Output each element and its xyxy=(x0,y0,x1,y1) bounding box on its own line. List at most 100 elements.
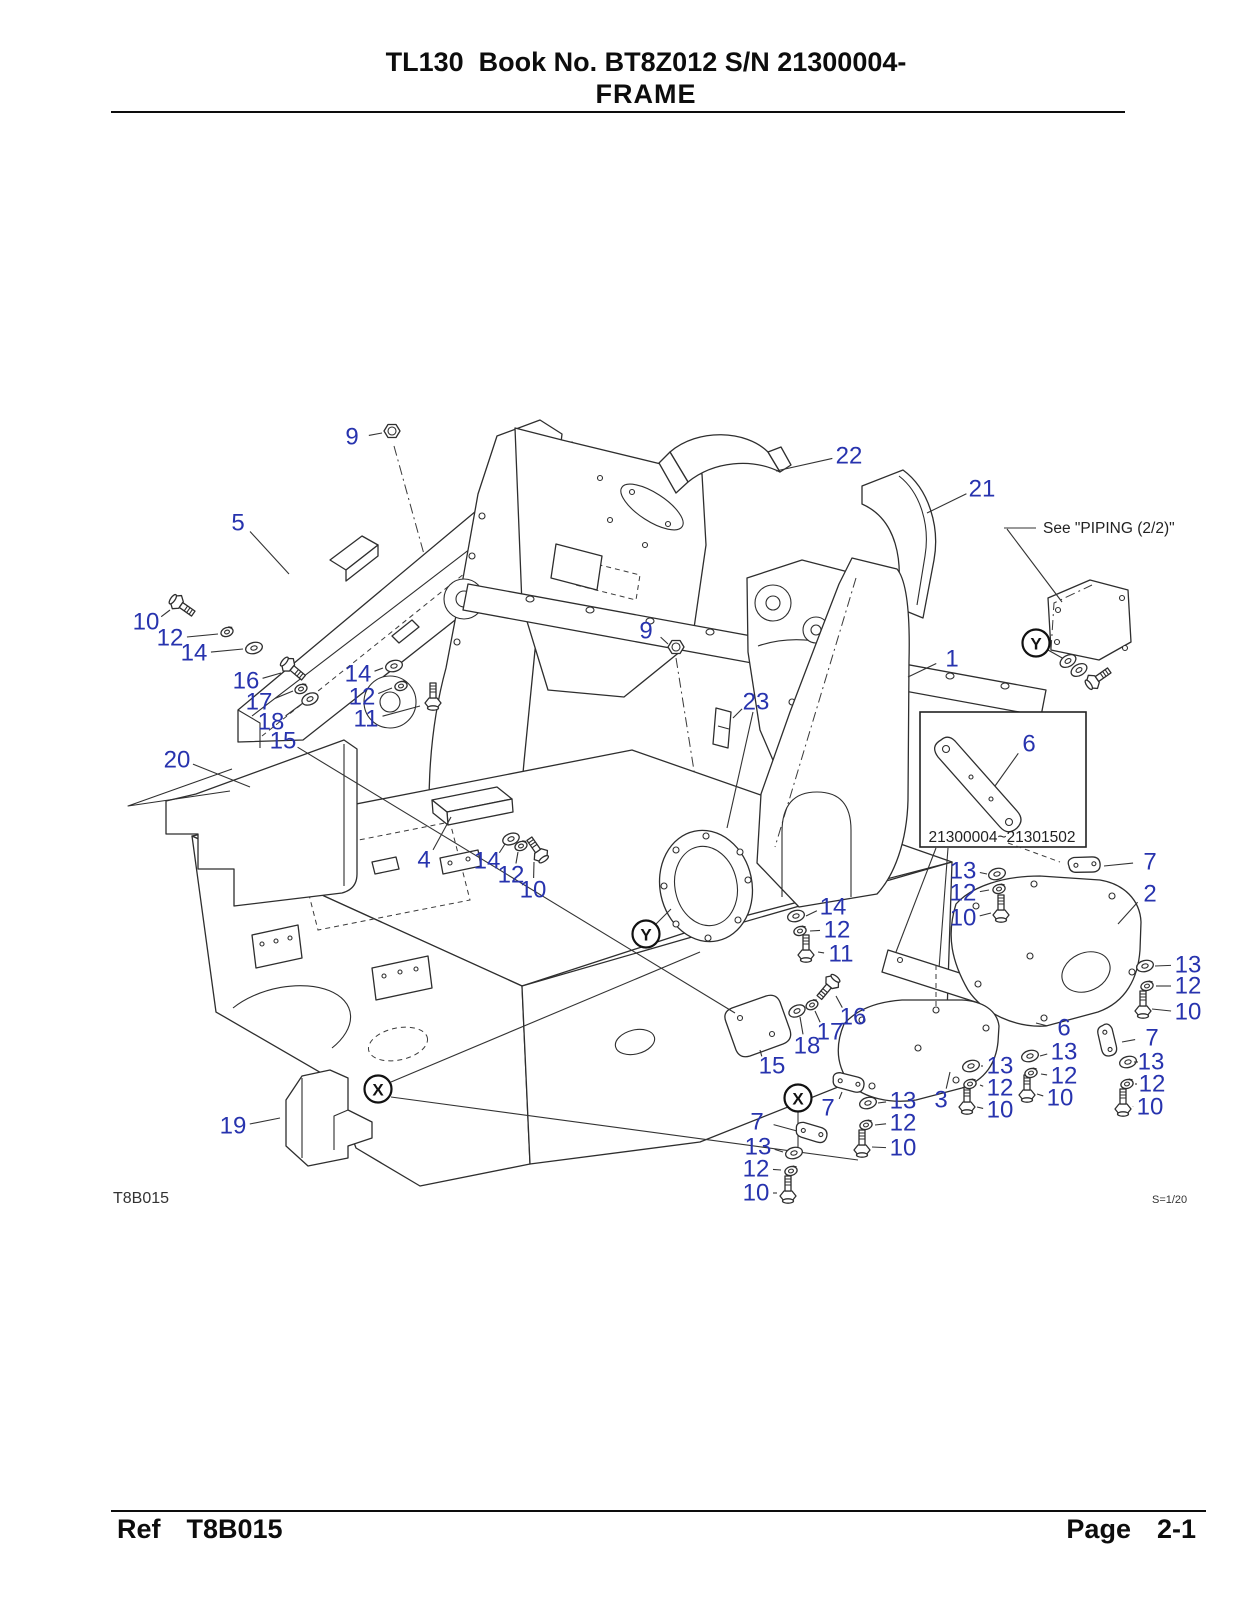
callout-leader xyxy=(498,843,506,854)
callout-number: 13 xyxy=(1051,1039,1078,1066)
callout-number: 11 xyxy=(829,941,854,968)
callout-number: 13 xyxy=(1175,952,1202,979)
section-y-line xyxy=(1047,649,1065,660)
callout-leader xyxy=(979,889,990,893)
callout-number: 12 xyxy=(1175,973,1202,1000)
callout-leader xyxy=(210,648,244,653)
cover-plate-icon xyxy=(1093,1021,1122,1059)
callout-leader xyxy=(835,995,843,1008)
callout-number: 10 xyxy=(1175,999,1202,1026)
callout-leader xyxy=(285,702,304,717)
callout-number: 6 xyxy=(1057,1015,1070,1042)
callout-leader xyxy=(1036,1093,1044,1097)
callout-number: 9 xyxy=(639,618,652,645)
projection-line xyxy=(393,445,446,631)
callout-leader xyxy=(1154,964,1172,967)
callout-leader xyxy=(732,708,743,719)
svg-text:Y: Y xyxy=(640,926,652,945)
callout-leader xyxy=(874,1123,887,1126)
callout-number: 12 xyxy=(987,1075,1014,1102)
footer-page-value: 2-1 xyxy=(1156,1514,1196,1544)
section-marker-y: Y xyxy=(1021,628,1051,658)
page-title-line2: FRAME xyxy=(595,79,697,109)
callout-number: 17 xyxy=(246,689,273,716)
callout-leader xyxy=(1151,1008,1172,1012)
part-19-bracket xyxy=(285,1069,373,1167)
callout-number: 15 xyxy=(759,1053,786,1080)
callout-leader xyxy=(979,871,988,875)
callout-number: 12 xyxy=(498,862,525,889)
callout-leader xyxy=(297,746,736,1014)
callout-number: 6 xyxy=(1022,731,1035,758)
callout-leader xyxy=(979,912,992,917)
callout-leader xyxy=(432,816,452,851)
callout-number: 10 xyxy=(520,877,547,904)
callout-number: 7 xyxy=(1143,849,1156,876)
washer-icon xyxy=(1019,1047,1041,1065)
nut-icon xyxy=(667,639,685,655)
see-note-leader xyxy=(1006,528,1063,603)
callout-number: 12 xyxy=(950,880,977,907)
part-21-guard xyxy=(861,469,937,619)
spring-washer-icon xyxy=(783,1164,800,1178)
piping-bracket xyxy=(1047,579,1132,661)
callout-leader xyxy=(368,432,383,436)
header-rule xyxy=(111,111,1125,113)
box-pointer-line xyxy=(937,847,949,983)
callout-number: 10 xyxy=(1137,1094,1164,1121)
callout-leader xyxy=(907,663,937,678)
bolt-icon xyxy=(1114,1088,1132,1117)
callout-leader xyxy=(249,531,290,575)
callout-leader xyxy=(945,1071,951,1089)
callout-leader xyxy=(1103,862,1134,867)
cover-plate-icon xyxy=(1066,853,1102,876)
bolt-icon xyxy=(165,590,199,621)
callout-leader xyxy=(660,636,669,645)
callout-leader xyxy=(160,609,171,618)
callout-leader xyxy=(186,633,219,638)
callout-number: 16 xyxy=(840,1004,867,1031)
callout-number: 2 xyxy=(1143,881,1156,908)
section-marker-x: X xyxy=(363,1074,393,1104)
callout-leader xyxy=(809,929,821,932)
callout-number: 18 xyxy=(258,709,285,736)
callout-number: 10 xyxy=(133,609,160,636)
callout-number: 21 xyxy=(969,476,996,503)
callout-number: 10 xyxy=(890,1135,917,1162)
callout-number: 18 xyxy=(794,1033,821,1060)
callout-number: 10 xyxy=(743,1180,770,1207)
callout-leader xyxy=(805,910,818,917)
section-y-line xyxy=(654,908,672,926)
washer-icon xyxy=(243,639,265,657)
callout-number: 12 xyxy=(890,1110,917,1137)
nut-icon xyxy=(383,423,401,439)
part-6-bracket xyxy=(934,736,1022,833)
bolt-icon xyxy=(779,1175,797,1204)
callout-number: 10 xyxy=(950,905,977,932)
scale-note-label: S=1/20 xyxy=(1152,1194,1187,1206)
callout-number: 13 xyxy=(890,1088,917,1115)
callout-number: 12 xyxy=(1051,1063,1078,1090)
callout-number: 13 xyxy=(950,858,977,885)
spring-washer-icon xyxy=(1139,979,1156,993)
box-pointer-line xyxy=(895,847,937,953)
callout-leader xyxy=(1117,901,1139,925)
serial-range-box xyxy=(919,711,1087,848)
footer-rule xyxy=(111,1510,1206,1512)
footer-ref-label: Ref xyxy=(117,1514,161,1544)
pointer-line xyxy=(726,711,754,829)
callout-number: 14 xyxy=(474,848,501,875)
callout-number: 10 xyxy=(1047,1085,1074,1112)
callout-number: 5 xyxy=(231,510,244,537)
serial-range-label: 21300004~21301502 xyxy=(929,829,1076,846)
callout-number: 13 xyxy=(987,1053,1014,1080)
bolt-icon xyxy=(958,1086,976,1115)
callout-leader xyxy=(799,1016,804,1035)
callout-leader xyxy=(382,705,421,717)
callout-leader xyxy=(926,493,967,514)
callout-number: 13 xyxy=(1138,1049,1165,1076)
callout-leader xyxy=(775,457,833,472)
callout-leader xyxy=(249,1117,281,1125)
callout-leader xyxy=(192,763,251,788)
